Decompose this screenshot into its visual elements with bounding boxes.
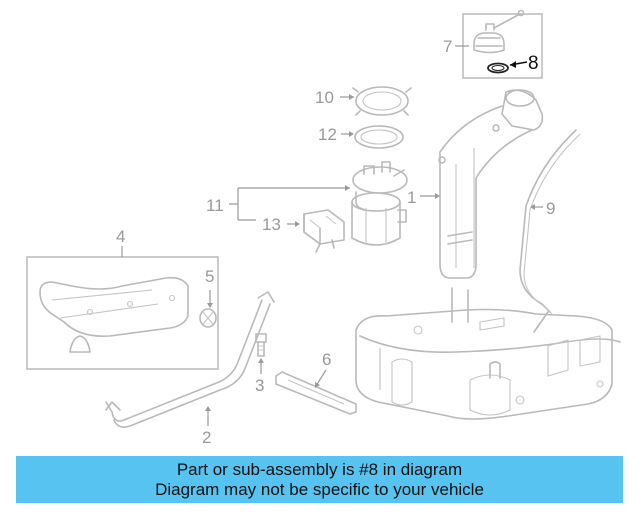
banner-line-1: Part or sub-assembly is #8 in diagram: [176, 459, 463, 479]
clip-part-4b[interactable]: [69, 335, 91, 353]
callout-11: 11: [206, 196, 224, 215]
vent-tube-part-9[interactable]: [519, 129, 581, 333]
callout-4: 4: [116, 227, 125, 246]
sender-unit-part-13[interactable]: [303, 209, 345, 253]
callout-10: 10: [315, 88, 334, 107]
callout-7: 7: [443, 37, 452, 56]
tank-strap-part-2[interactable]: [105, 291, 275, 428]
heat-shield-part-4[interactable]: [39, 276, 189, 338]
seal-ring-part-8[interactable]: [487, 62, 509, 74]
bolt-part-3[interactable]: [255, 333, 267, 357]
nut-part-5[interactable]: [199, 308, 217, 328]
banner-line-2: Diagram may not be specific to your vehi…: [155, 479, 484, 499]
callout-13: 13: [262, 215, 281, 234]
callout-12: 12: [318, 125, 337, 144]
callout-3: 3: [255, 376, 264, 395]
part-4-5-group-box: [26, 256, 219, 370]
fuel-pump-module-part-11[interactable]: [351, 161, 408, 246]
callout-1: 1: [407, 188, 416, 207]
gasket-part-12[interactable]: [354, 125, 404, 149]
callout-6: 6: [322, 350, 331, 369]
lock-ring-part-10[interactable]: [352, 86, 412, 116]
fuel-tank[interactable]: [355, 308, 621, 420]
callout-5: 5: [205, 267, 214, 286]
callout-2: 2: [202, 428, 211, 447]
bracket-part-6[interactable]: [275, 371, 357, 415]
info-banner: Part or sub-assembly is #8 in diagram Di…: [16, 456, 623, 503]
callout-9: 9: [546, 199, 555, 218]
parts-diagram: 7 8 10 12 11 13: [26, 9, 621, 447]
fuel-cap-part-7[interactable]: [473, 9, 525, 54]
callout-8: 8: [528, 53, 539, 74]
filler-pipe-part-1[interactable]: [438, 89, 544, 323]
